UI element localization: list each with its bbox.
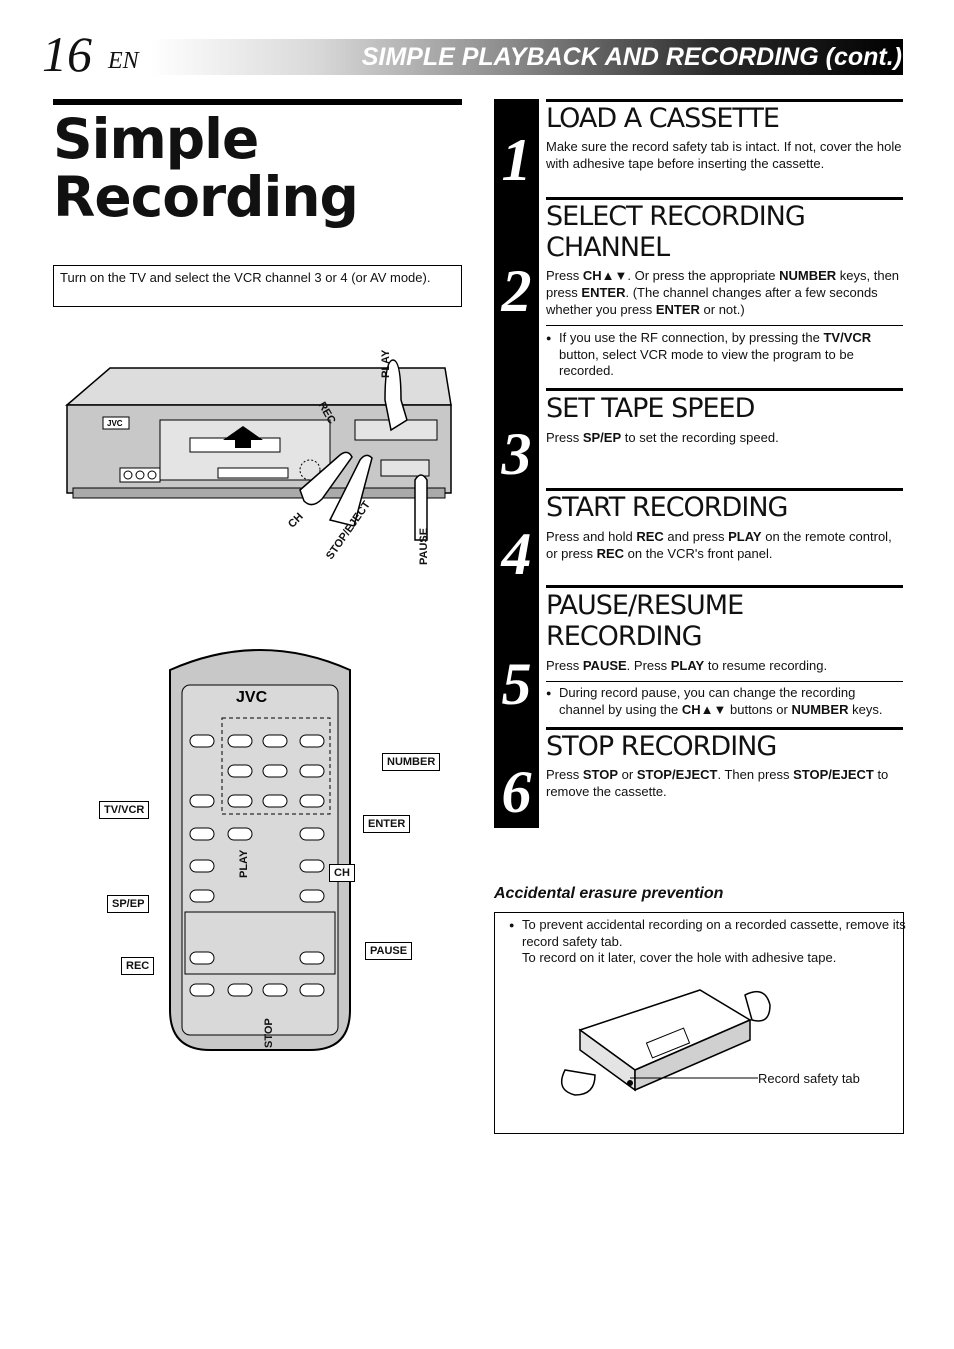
step-5-note: During record pause, you can change the … — [546, 685, 903, 718]
page-number: 16 — [42, 26, 92, 82]
accidental-box — [494, 912, 904, 1134]
step-1-text: Make sure the record safety tab is intac… — [546, 139, 902, 171]
step-number-4: 4 — [501, 521, 532, 587]
remote-brand: JVC — [236, 689, 268, 706]
remote-label-pause: PAUSE — [365, 942, 413, 960]
step-3-text: Press SP/EP to set the recording speed. — [546, 430, 779, 445]
step-5-rule — [546, 585, 903, 588]
accidental-title: Accidental erasure prevention — [494, 885, 724, 902]
step-4-heading: START RECORDING — [546, 492, 788, 523]
step-2-rule — [546, 197, 903, 200]
record-safety-tab-label: Record safety tab — [758, 1071, 860, 1086]
step-1-heading: LOAD A CASSETTE — [546, 103, 780, 134]
accidental-text: To prevent accidental recording on a rec… — [509, 917, 907, 967]
page-language: EN — [108, 48, 139, 74]
step-2-heading-line2: CHANNEL — [546, 232, 670, 263]
step-2-note-rule — [546, 325, 903, 326]
section-title: SIMPLE PLAYBACK AND RECORDING (cont.) — [361, 43, 902, 71]
intro-box: Turn on the TV and select the VCR channe… — [53, 265, 462, 307]
step-2-note: If you use the RF connection, by pressin… — [546, 330, 903, 380]
step-4-rule — [546, 488, 903, 491]
vcr-brand: JVC — [107, 419, 123, 428]
step-5-heading-line2: RECORDING — [546, 621, 703, 652]
header-bar — [150, 39, 903, 75]
step-2-heading: SELECT RECORDING CHANNEL — [546, 201, 903, 263]
step-number-6: 6 — [501, 759, 532, 825]
step-number-1: 1 — [501, 127, 532, 193]
vcr-label-pause: PAUSE — [418, 527, 430, 565]
accidental-line1: To prevent accidental recording on a rec… — [522, 917, 906, 949]
remote-label-play: PLAY — [238, 849, 250, 878]
step-number-column — [494, 99, 539, 828]
cassette-illustration — [560, 989, 771, 1096]
remote-label-rec: REC — [121, 957, 155, 975]
step-number-2: 2 — [501, 258, 532, 324]
remote-label-number: NUMBER — [382, 753, 441, 771]
page-title: Simple Recording — [53, 107, 359, 229]
step-6-heading: STOP RECORDING — [546, 731, 777, 762]
step-2-heading-line1: SELECT RECORDING — [546, 201, 806, 232]
step-5-heading-line1: PAUSE/RESUME — [546, 590, 744, 621]
step-number-3: 3 — [501, 421, 532, 487]
remote-label-sp-ep: SP/EP — [107, 895, 150, 913]
step-6-rule — [546, 727, 903, 730]
step-2-text: Press CH▲▼. Or press the appropriate NUM… — [546, 268, 900, 317]
remote-illustration: JVC — [169, 649, 351, 1051]
step-6-text: Press STOP or STOP/EJECT. Then press STO… — [546, 767, 889, 799]
step-5-heading: PAUSE/RESUME RECORDING — [546, 590, 903, 652]
remote-label-enter: ENTER — [363, 815, 411, 833]
step-number-5: 5 — [501, 651, 532, 717]
vcr-illustration: JVC — [64, 359, 452, 541]
title-rule — [53, 99, 462, 105]
accidental-line2: To record on it later, cover the hole wi… — [522, 950, 837, 965]
remote-label-stop: STOP — [263, 1018, 275, 1048]
step-5-text: Press PAUSE. Press PLAY to resume record… — [546, 658, 828, 673]
page-title-line1: Simple — [53, 107, 259, 171]
remote-label-tv-vcr: TV/VCR — [99, 801, 150, 819]
step-5-note-rule — [546, 681, 903, 682]
step-3-rule — [546, 388, 903, 391]
page-title-line2: Recording — [53, 165, 359, 229]
step-3-heading: SET TAPE SPEED — [546, 393, 755, 424]
step-4-text: Press and hold REC and press PLAY on the… — [546, 529, 892, 561]
vcr-label-play: PLAY — [380, 349, 392, 378]
remote-label-ch: CH — [329, 864, 355, 882]
step-1-rule — [546, 99, 903, 102]
